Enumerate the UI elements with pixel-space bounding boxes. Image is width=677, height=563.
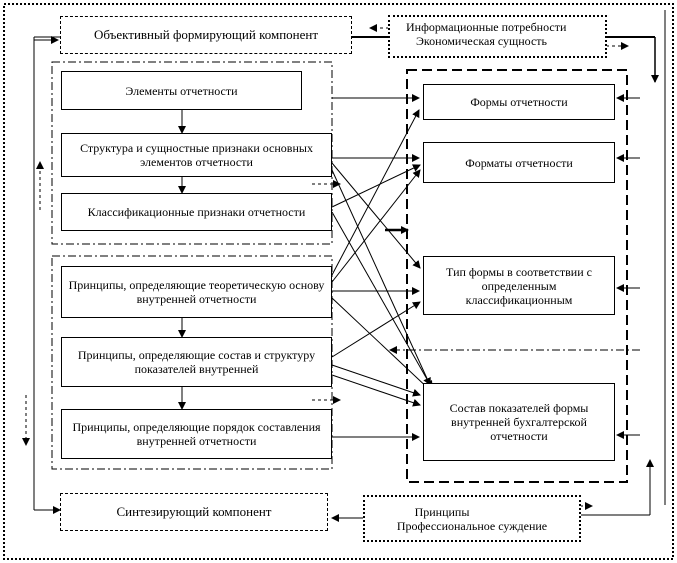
principles-label: Принципы bbox=[414, 504, 470, 519]
principles-judgement-box: Принципы Профессиональное суждение bbox=[363, 495, 581, 542]
box-form-type: Тип формы в соответствии с определенным … bbox=[423, 256, 615, 315]
info-needs-label: Информационные потребности bbox=[406, 20, 567, 34]
synthesizing-component-box: Синтезирующий компонент bbox=[60, 493, 328, 531]
principles-order-label: Принципы, определяющие порядок составлен… bbox=[72, 420, 321, 448]
synthesizing-component-label: Синтезирующий компонент bbox=[116, 504, 272, 519]
box-principles-order: Принципы, определяющие порядок составлен… bbox=[61, 409, 332, 459]
box-structure-features: Структура и сущностные признаки основных… bbox=[61, 133, 332, 177]
report-formats-label: Форматы отчетности bbox=[465, 155, 573, 170]
economic-essence-label: Экономическая сущность bbox=[416, 34, 548, 48]
objective-component-box: Объективный формирующий компонент bbox=[60, 16, 352, 54]
indicators-composition-label: Состав показателей формы внутренней бухг… bbox=[449, 401, 589, 443]
box-principles-theory: Принципы, определяющие теоретическую осн… bbox=[61, 266, 332, 318]
professional-judgement-label: Профессиональное суждение bbox=[396, 518, 548, 533]
box-indicators-composition: Состав показателей формы внутренней бухг… bbox=[423, 383, 615, 461]
info-needs-box: Информационные потребности Экономическая… bbox=[388, 15, 607, 58]
box-report-forms: Формы отчетности bbox=[423, 84, 615, 120]
report-elements-label: Элементы отчетности bbox=[125, 83, 238, 98]
box-classification-features: Классификационные признаки отчетности bbox=[61, 193, 332, 231]
principles-composition-label: Принципы, определяющие состав и структур… bbox=[77, 348, 316, 376]
box-report-formats: Форматы отчетности bbox=[423, 142, 615, 183]
objective-component-label: Объективный формирующий компонент bbox=[93, 27, 319, 42]
structure-features-label: Структура и сущностные признаки основных… bbox=[80, 141, 313, 169]
classification-features-label: Классификационные признаки отчетности bbox=[87, 205, 306, 219]
box-principles-composition: Принципы, определяющие состав и структур… bbox=[61, 337, 332, 387]
form-type-label: Тип формы в соответствии с определенным … bbox=[446, 264, 592, 307]
box-report-elements: Элементы отчетности bbox=[61, 71, 302, 110]
report-forms-label: Формы отчетности bbox=[470, 95, 568, 109]
principles-theory-label: Принципы, определяющие теоретическую осн… bbox=[68, 278, 325, 306]
